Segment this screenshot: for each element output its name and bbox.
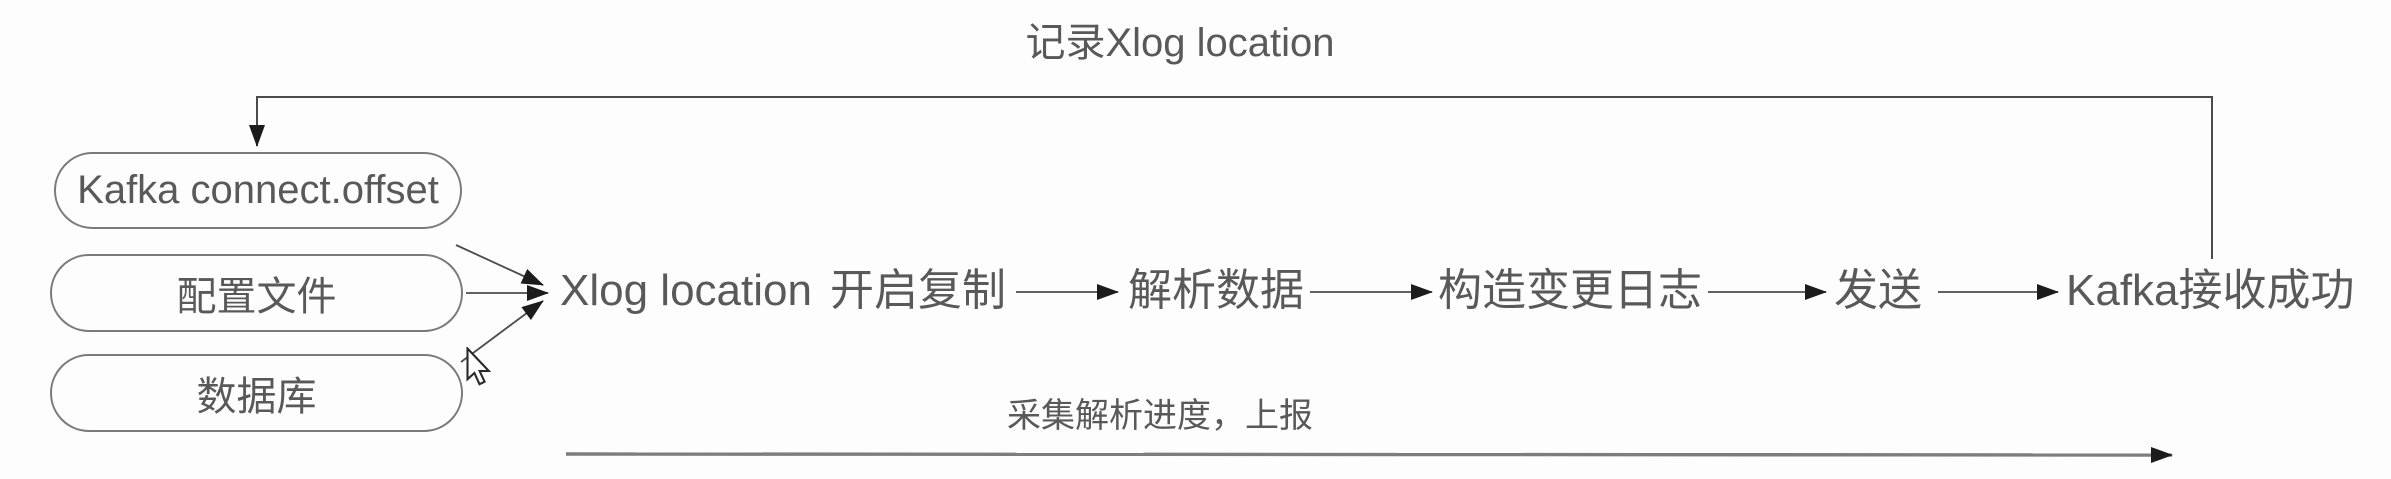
source-node-label: 数据库 [196, 375, 317, 419]
source-node-config-file: 配置文件 [50, 254, 463, 332]
feedback-label: 记录Xlog location [1025, 21, 1335, 65]
feedback-connector [249, 96, 2213, 259]
flow-entry-node: Xlog location 开启复制 [560, 266, 1006, 316]
flow-entry-action-label: 开启复制 [829, 266, 1006, 315]
source-node-label: 配置文件 [176, 275, 337, 319]
mouse-cursor [466, 347, 492, 386]
source-node-database: 数据库 [50, 354, 463, 432]
flow-entry-label: Xlog location [560, 266, 812, 315]
flow-step-parse-data: 解析数据 [1128, 266, 1304, 315]
source-database-connector [460, 300, 544, 363]
flow-step-kafka-received: Kafka接收成功 [2066, 266, 2355, 315]
flow-step-build-changelog: 构造变更日志 [1438, 266, 1702, 315]
source-node-kafka-connect-offset: Kafka connect.offset [54, 152, 462, 229]
flow-step-send: 发送 [1834, 266, 1922, 315]
source-node-label: Kafka connect.offset [77, 168, 439, 212]
progress-arrow [565, 446, 2173, 463]
progress-label: 采集解析进度，上报 [1007, 397, 1313, 435]
source-kafka-offset-connector [455, 244, 544, 286]
